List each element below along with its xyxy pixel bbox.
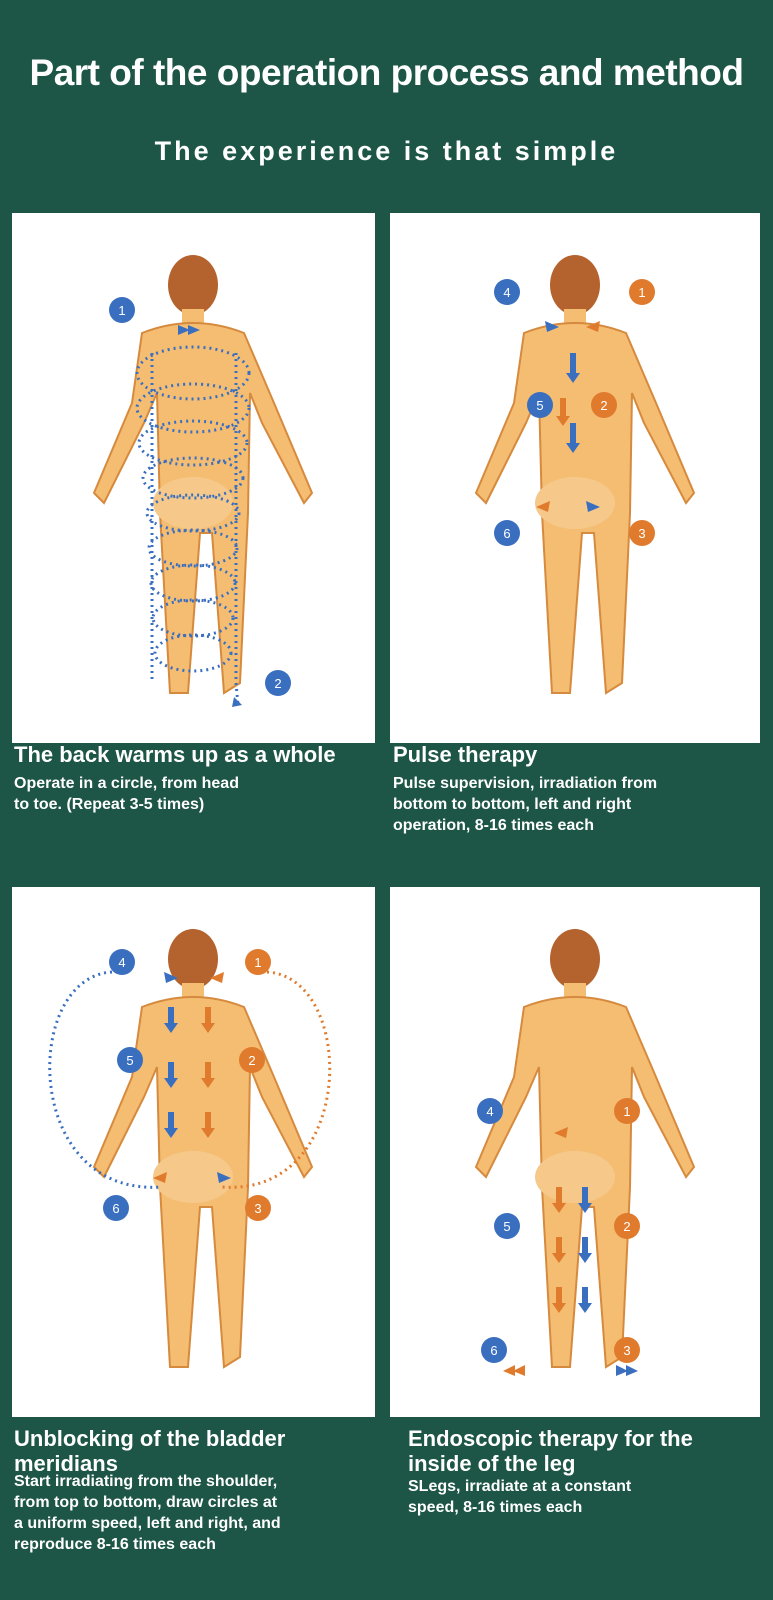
svg-text:4: 4 [486,1104,493,1119]
panel-back-warm-up: 1 2 [12,213,375,743]
svg-text:1: 1 [623,1104,630,1119]
svg-text:6: 6 [503,526,510,541]
svg-text:3: 3 [623,1343,630,1358]
svg-text:3: 3 [638,526,645,541]
step-2-title: Pulse therapy [393,742,538,767]
svg-text:1: 1 [118,303,125,318]
panel-bladder-meridians: 4 1 5 2 6 3 [12,887,375,1417]
step-1-title: The back warms up as a whole [14,742,336,767]
svg-text:4: 4 [118,955,125,970]
svg-text:2: 2 [274,676,281,691]
panel-inner-leg: 4 1 5 2 6 3 [390,887,760,1417]
marker-icon [109,297,135,323]
svg-text:3: 3 [254,1201,261,1216]
svg-text:2: 2 [623,1219,630,1234]
page-title: Part of the operation process and method [29,52,744,93]
svg-text:6: 6 [112,1201,119,1216]
step-4-title: Endoscopic therapy for the inside of the… [408,1426,693,1476]
svg-text:4: 4 [503,285,510,300]
step-3-title: Unblocking of the bladder meridians [14,1426,286,1476]
step-1-desc: Operate in a circle, from head to toe. (… [14,775,239,813]
step-4-desc: SLegs, irradiate at a constant speed, 8-… [408,1478,632,1516]
marker-icon [265,670,291,696]
svg-text:5: 5 [536,398,543,413]
svg-text:5: 5 [126,1053,133,1068]
svg-text:1: 1 [638,285,645,300]
svg-text:2: 2 [248,1053,255,1068]
svg-text:6: 6 [490,1343,497,1358]
svg-text:1: 1 [254,955,261,970]
step-2-desc: Pulse supervision, irradiation from bott… [393,775,658,834]
svg-text:5: 5 [503,1219,510,1234]
page-subtitle: The experience is that simple [154,136,619,166]
step-3-desc: Start irradiating from the shoulder, fro… [14,1473,281,1553]
svg-text:2: 2 [600,398,607,413]
panel-pulse-therapy: 4 1 5 2 6 3 [390,213,760,743]
